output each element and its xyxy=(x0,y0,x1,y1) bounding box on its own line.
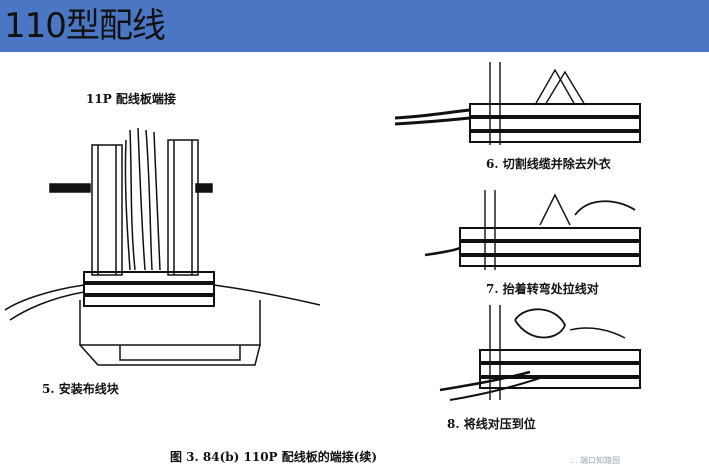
slide-title-bar xyxy=(0,0,709,52)
figure-caption: 图 3. 84(b) 110P 配线板的端接(续) xyxy=(170,450,378,464)
illustration xyxy=(4,62,641,401)
slide-title: 110型配线 xyxy=(4,6,166,46)
step7-drawing xyxy=(424,190,641,270)
step5-label: 5. 安装布线块 xyxy=(42,382,119,396)
step6-drawing xyxy=(394,62,641,145)
watermark: ... 端口知路园 xyxy=(570,456,621,465)
main-label: 11P 配线板端接 xyxy=(86,92,176,106)
step8-drawing xyxy=(439,305,641,401)
step6-label: 6. 切割线缆并除去外衣 xyxy=(486,157,611,171)
main-panel-drawing xyxy=(4,127,321,366)
step8-label: 8. 将线对压到位 xyxy=(447,417,536,431)
step7-label: 7. 抬着转弯处拉线对 xyxy=(486,282,599,296)
